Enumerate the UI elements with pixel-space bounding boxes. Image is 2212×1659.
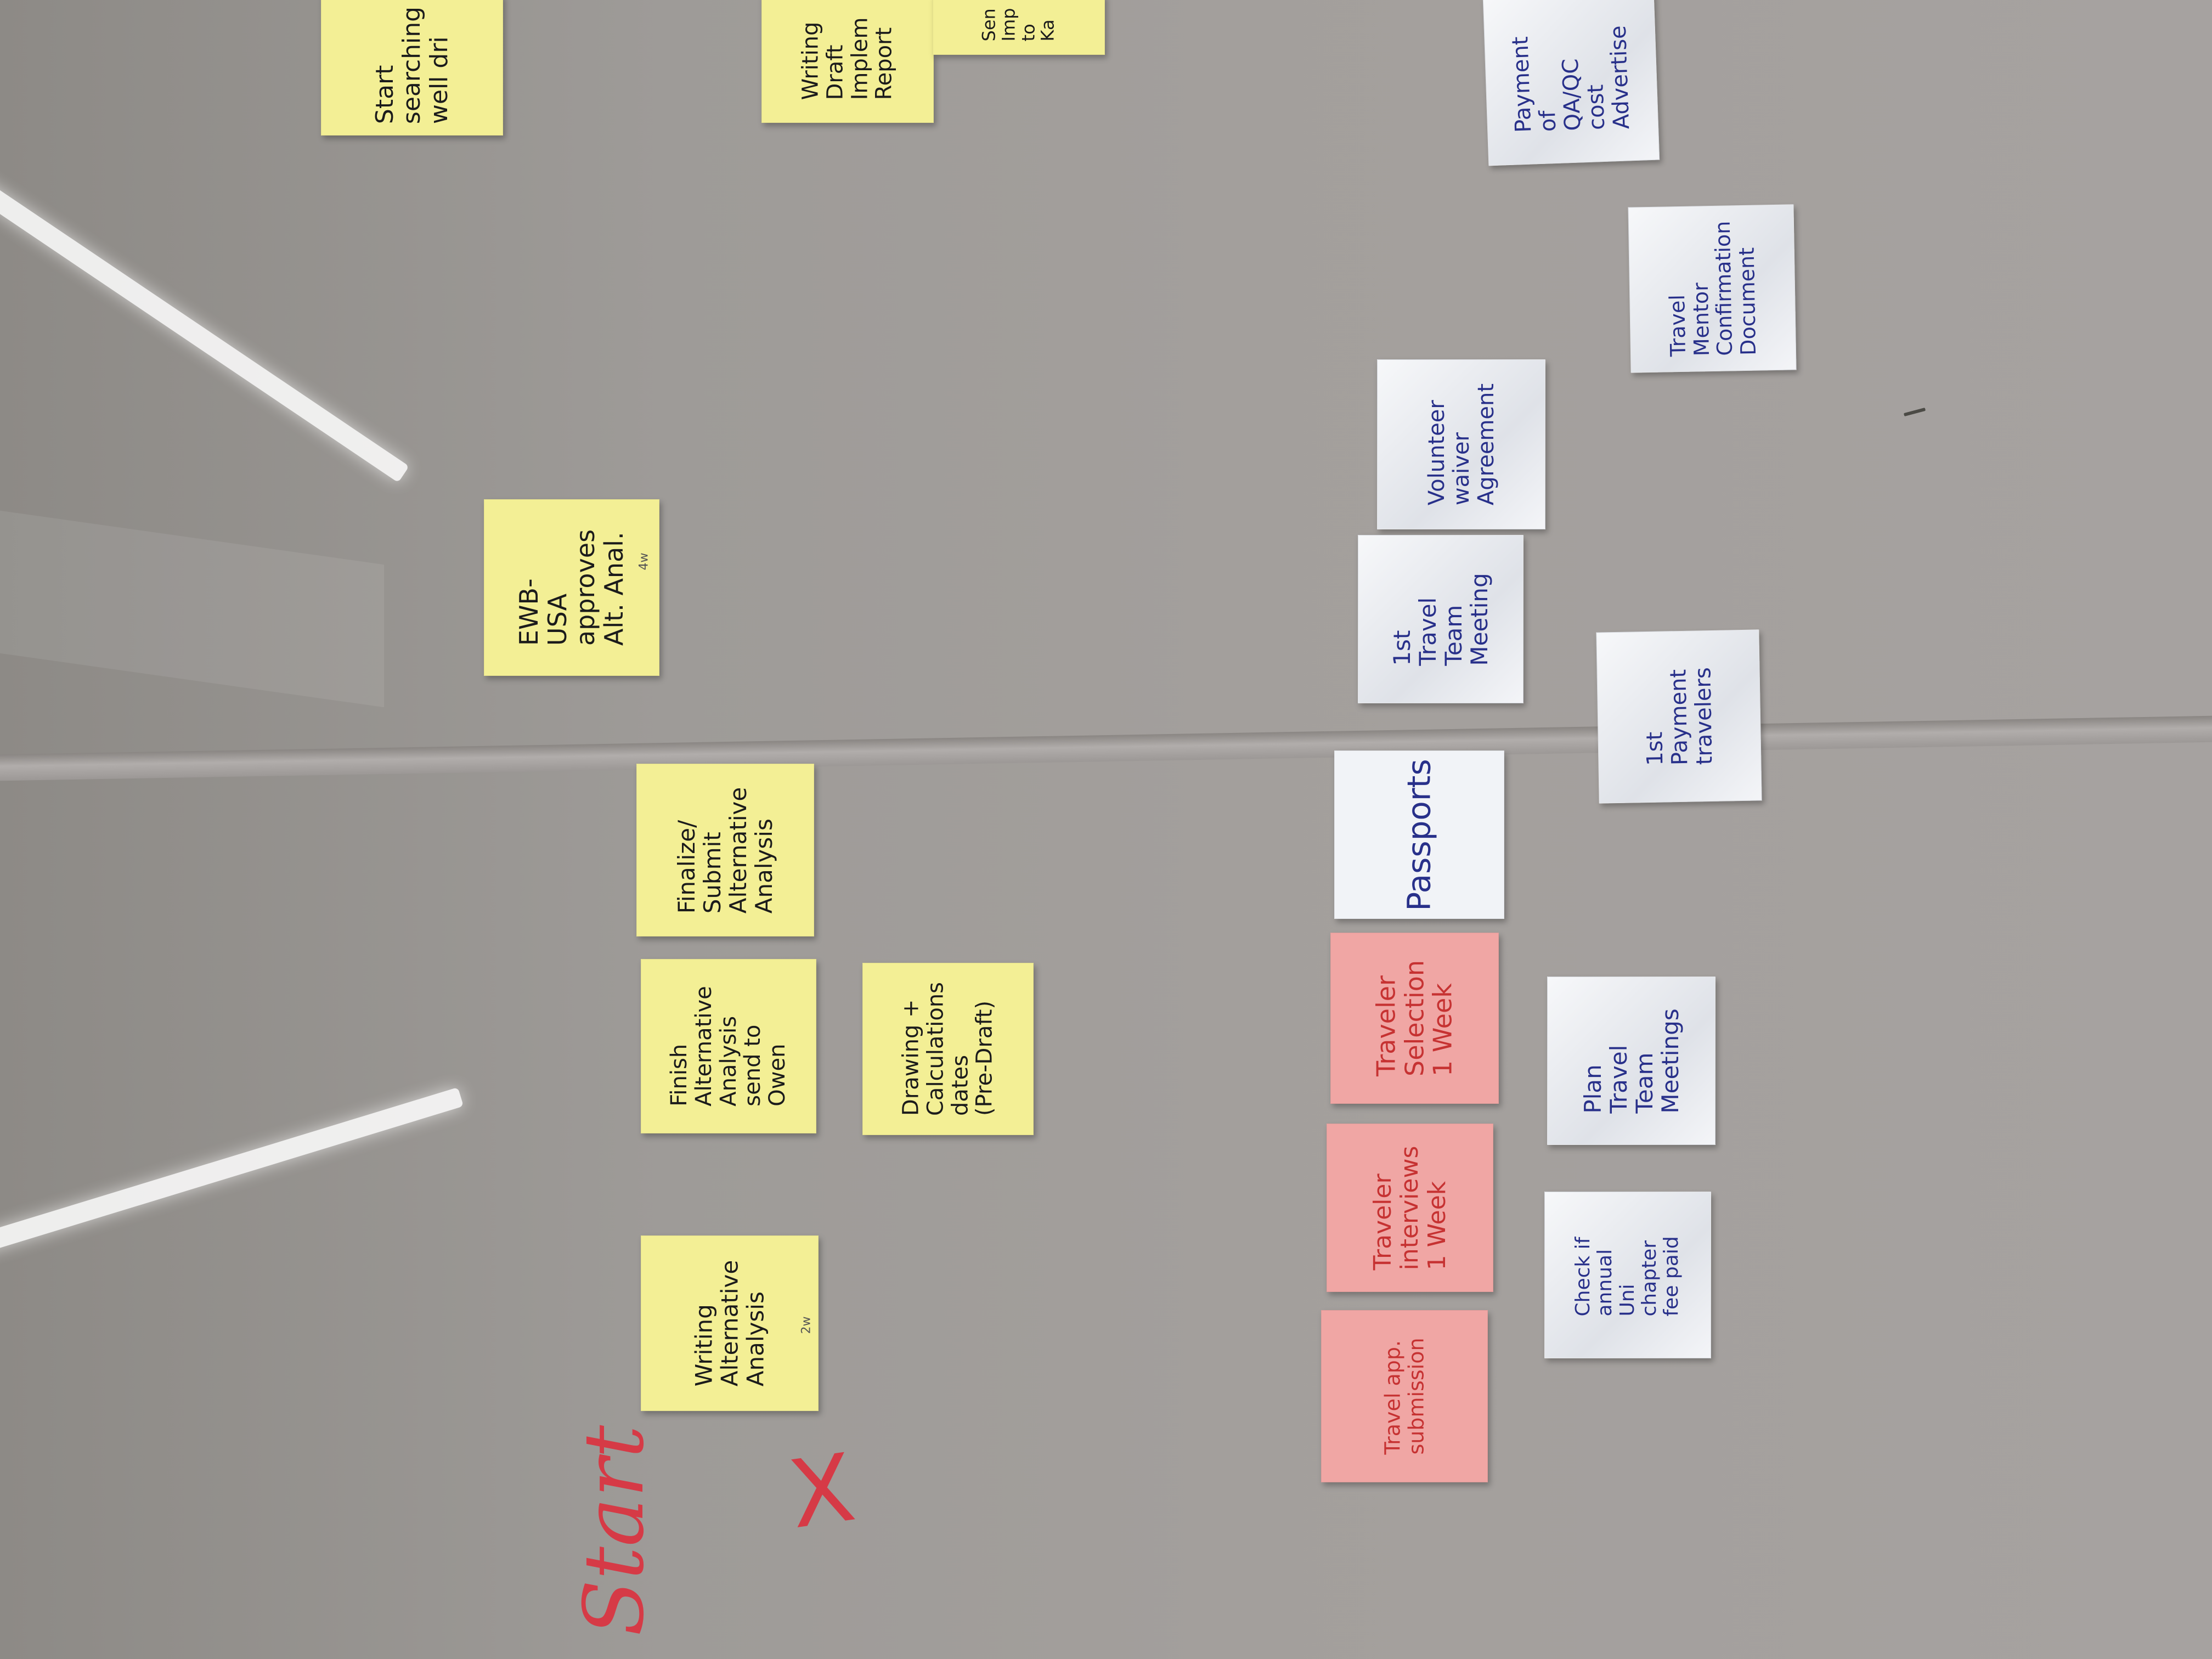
note-text: Writing Draft Implem Report <box>798 17 897 100</box>
note-text: Traveler interviews 1 Week <box>1369 1146 1451 1270</box>
sticky-note-first-payment[interactable]: 1st Payment travelers <box>1596 629 1762 804</box>
note-text: Check if annual Uni chapter fee paid <box>1572 1236 1683 1317</box>
note-text: Volunteer waiver Agreement <box>1424 383 1498 506</box>
sticky-note-plan-travel-meetings[interactable]: Plan Travel Team Meetings <box>1547 977 1716 1145</box>
sticky-note-volunteer-waiver[interactable]: Volunteer waiver Agreement <box>1377 359 1545 529</box>
sticky-note-drawing-calculations[interactable]: Drawing + Calculations dates (Pre-Draft) <box>862 963 1034 1135</box>
sticky-note-passports[interactable]: Passports <box>1334 751 1504 919</box>
board-seam <box>0 715 2212 781</box>
sticky-note-travel-mentor-confirmation[interactable]: Travel Mentor Confirmation Document <box>1628 204 1797 373</box>
duration-mark: 2w <box>799 1316 814 1334</box>
note-text: Plan Travel Team Meetings <box>1579 1008 1684 1114</box>
note-text: Payment of QA/QC cost Advertise <box>1508 25 1635 133</box>
note-text: 1st Payment travelers <box>1641 667 1717 766</box>
sticky-note-check-annual-fee[interactable]: Check if annual Uni chapter fee paid <box>1544 1192 1711 1358</box>
sticky-note-writing-alternative-analysis[interactable]: Writing Alternative Analysis 2w <box>641 1235 819 1411</box>
sticky-note-payment-qaqc[interactable]: Payment of QA/QC cost Advertise <box>1482 0 1660 166</box>
note-text: Drawing + Calculations dates (Pre-Draft) <box>898 982 997 1116</box>
note-text: Finish Alternative Analysis send to Owen <box>667 986 791 1107</box>
sticky-note-finish-alternative-analysis[interactable]: Finish Alternative Analysis send to Owen <box>641 959 816 1133</box>
window-reflection <box>0 510 384 708</box>
note-text: Sen Imp to Ka <box>978 8 1058 42</box>
sticky-note-traveler-interviews[interactable]: Traveler interviews 1 Week <box>1327 1124 1493 1292</box>
note-text: Traveler Selection 1 Week <box>1371 960 1458 1076</box>
sticky-note-send-implementation[interactable]: Sen Imp to Ka <box>933 0 1105 55</box>
sticky-note-travel-app-submission[interactable]: Travel app. submission <box>1321 1310 1488 1482</box>
note-text: Passports <box>1400 758 1438 911</box>
x-mark: X <box>782 1433 861 1550</box>
start-label: Start <box>567 1425 662 1637</box>
note-text: EWB-USA approves Alt. Anal. <box>514 529 629 646</box>
note-text: Finalize/ Submit Alternative Analysis <box>673 787 778 913</box>
sticky-note-ewb-approves[interactable]: EWB-USA approves Alt. Anal. 4w <box>484 499 659 676</box>
note-text: Travel Mentor Confirmation Document <box>1665 221 1760 357</box>
duration-mark: 4w <box>637 552 651 571</box>
note-text: 1st Travel Team Meeting <box>1388 572 1493 666</box>
note-text: Start searching well dri <box>371 6 453 124</box>
sticky-note-traveler-selection[interactable]: Traveler Selection 1 Week <box>1330 933 1499 1104</box>
note-text: Travel app. submission <box>1380 1338 1428 1455</box>
note-text: Writing Alternative Analysis <box>690 1260 769 1387</box>
marker-scratch <box>1903 407 1926 417</box>
sticky-note-start-searching[interactable]: Start searching well dri <box>321 0 503 136</box>
light-glare <box>0 172 409 483</box>
sticky-note-first-travel-meeting[interactable]: 1st Travel Team Meeting <box>1358 535 1523 703</box>
sticky-note-finalize-submit[interactable]: Finalize/ Submit Alternative Analysis <box>636 764 814 936</box>
light-glare <box>0 1087 464 1254</box>
sticky-note-writing-draft-implementation[interactable]: Writing Draft Implem Report <box>761 0 934 123</box>
